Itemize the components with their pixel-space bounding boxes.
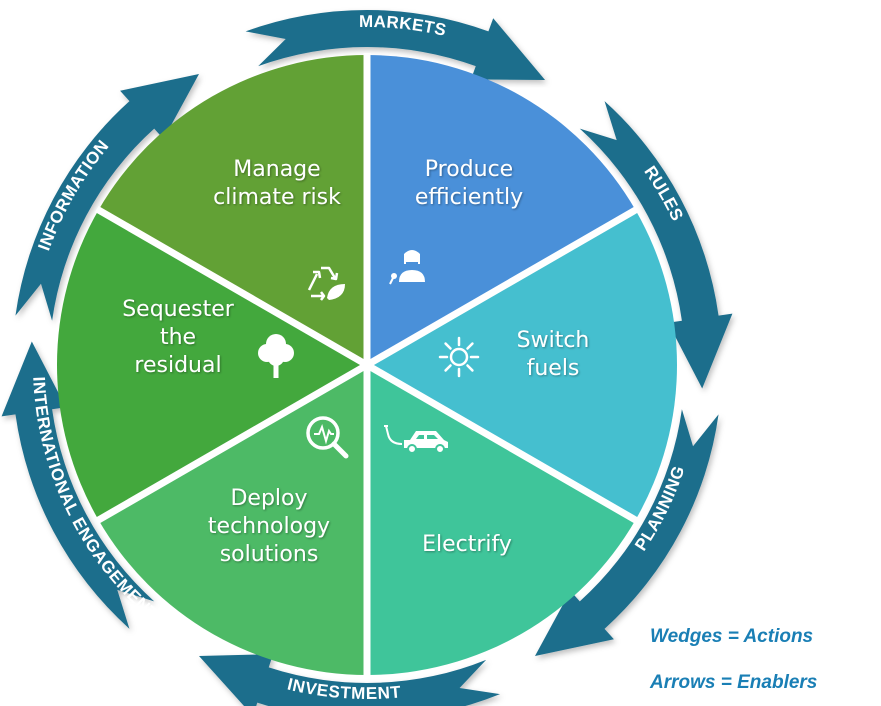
wedge-label-line: efficiently: [415, 185, 523, 210]
tree-icon: [258, 334, 294, 378]
wedge-4: [98, 365, 367, 675]
wedge-5: [56, 210, 367, 520]
wedge-divider: [365, 361, 639, 525]
wedge-label-line: Deploy: [230, 486, 307, 511]
wedge-icons: [258, 250, 480, 459]
wedge-1: [367, 55, 636, 365]
wedge-label-line: the: [160, 325, 196, 350]
wedge-label-line: residual: [134, 353, 221, 378]
wedge-label-line: fuels: [527, 356, 580, 381]
wedge-label-line: Produce: [425, 157, 513, 182]
enabler-arrow: [15, 74, 200, 321]
electric-car-icon: [384, 425, 448, 454]
wedge-label-line: climate risk: [213, 185, 341, 210]
recycle-leaf-icon: [307, 266, 345, 301]
wedge-2: [367, 210, 677, 520]
wedge-label-line: Manage: [233, 157, 320, 182]
legend-arrows: Arrows = Enablers: [650, 672, 818, 693]
enabler-ring: [1, 10, 733, 706]
wedge-label-line: solutions: [220, 542, 319, 567]
enabler-arrow: [199, 654, 500, 706]
enabler-arrow: [1, 341, 155, 629]
enabler-arrow: [245, 10, 546, 81]
enabler-arrow: [535, 409, 719, 656]
wedge-divider: [365, 205, 639, 369]
enabler-arrow: [579, 101, 733, 389]
wedge-label-line: Sequester: [122, 297, 235, 322]
wedge-dividers: [95, 53, 639, 677]
wedge-label-line: technology: [208, 514, 330, 539]
wedge-divider: [95, 205, 369, 369]
legend-wedges: Wedges = Actions: [650, 626, 814, 647]
wedge-6: [98, 55, 367, 365]
wedge-divider: [95, 361, 369, 525]
magnifier-pulse-icon: [306, 416, 349, 459]
wedge-label-line: Electrify: [422, 532, 512, 557]
worker-icon: [389, 250, 425, 285]
wedge-label-line: Switch: [517, 328, 590, 353]
sun-icon: [438, 336, 480, 378]
